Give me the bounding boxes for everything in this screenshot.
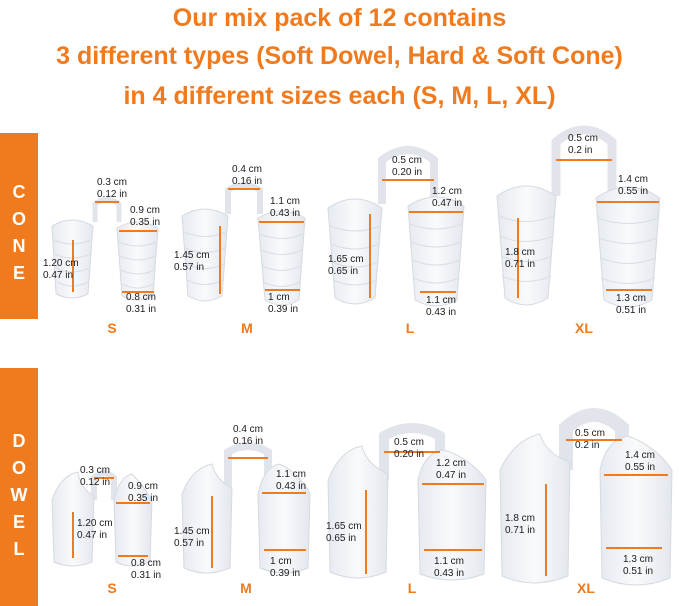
cone-xl-ribs	[498, 215, 659, 284]
dowel-measure-lines	[72, 439, 668, 576]
cone-l-size-label: L	[405, 320, 415, 336]
dowel-sidebar	[0, 368, 38, 606]
cone-m-size-label: M	[241, 320, 253, 336]
dowel-label-letter: D	[12, 431, 26, 451]
cone-l-product	[327, 146, 465, 307]
cone-sidebar	[0, 133, 38, 319]
dowel-label-letter: W	[10, 485, 28, 505]
dowel-label-letter: L	[13, 539, 25, 559]
dowel-l-size-label: L	[407, 580, 417, 596]
dowel-m-product	[181, 442, 311, 574]
dowel-l-product	[327, 423, 487, 581]
dowel-label-letter: O	[11, 458, 26, 478]
cone-s-size-label: S	[107, 320, 117, 336]
dowel-label-letter: E	[12, 512, 25, 532]
cone-s-product	[51, 197, 159, 301]
dowel-m-size-label: M	[240, 580, 252, 596]
cone-l-ribs	[329, 223, 463, 286]
headline-line-3: in 4 different sizes each (S, M, L, XL)	[123, 82, 556, 110]
cone-label-letter: E	[12, 263, 25, 283]
dowel-xl-size-label: XL	[577, 580, 595, 596]
cone-label-letter: C	[12, 182, 26, 202]
cone-m-ribs	[183, 231, 304, 287]
headline-line-2: 3 different types (Soft Dowel, Hard & So…	[56, 42, 623, 70]
cone-xl-product	[496, 125, 661, 308]
cone-label-letter: N	[12, 236, 26, 256]
headline-line-1: Our mix pack of 12 contains	[172, 4, 507, 32]
dowel-s-size-label: S	[107, 580, 117, 596]
cone-xl-size-label: XL	[575, 320, 593, 336]
cone-measure-lines	[72, 159, 659, 298]
cone-label-letter: O	[11, 209, 26, 229]
